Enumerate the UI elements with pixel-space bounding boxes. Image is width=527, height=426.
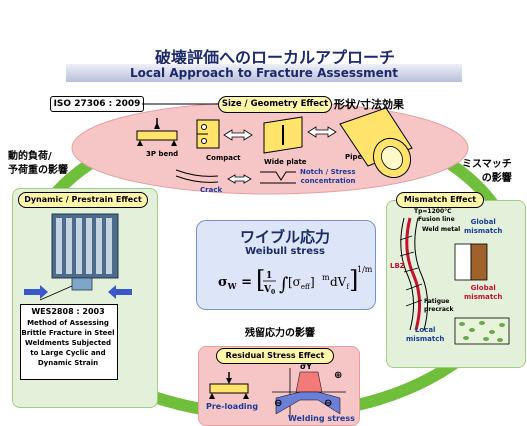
frame-columns xyxy=(56,218,112,274)
dynamic-effect-label: Dynamic / Prestrain Effect xyxy=(18,192,148,208)
wes-title: WES2808 : 2003 xyxy=(31,307,105,316)
residual-preload: Pre-loading xyxy=(206,402,259,411)
preload-icon xyxy=(209,372,249,399)
residual-minus-1: ⊖ xyxy=(274,398,283,409)
mismatch-jp: ミスマッチ の影響 xyxy=(462,159,512,184)
crack-icon xyxy=(175,169,219,183)
svg-text:m: m xyxy=(322,273,330,282)
iso-label: ISO 27306 : 2009 xyxy=(50,96,144,112)
weibull-jp: ワイブル応力 xyxy=(239,228,330,246)
svg-text:σW =: σW = xyxy=(218,275,252,291)
specimen-wide-plate-label: Wide plate xyxy=(264,158,307,166)
fusion-marks xyxy=(399,235,423,307)
svg-text:[: [ xyxy=(256,266,265,294)
weibull-en: Weibull stress xyxy=(245,246,325,257)
double-arrow-icon xyxy=(223,129,253,141)
specimen-pipe-label: Pipe xyxy=(345,153,363,161)
title-bar xyxy=(66,64,462,82)
residual-effect-label: Residual Stress Effect xyxy=(216,348,334,364)
notch-label: Notch / Stress concentration xyxy=(300,168,356,185)
residual-sigma: σY xyxy=(300,362,313,371)
mismatch-global1: Global mismatch xyxy=(464,218,503,235)
mismatch-lbz: LBZ xyxy=(390,262,405,270)
notch-icon xyxy=(260,171,296,184)
residual-minus-2: ⊖ xyxy=(324,398,333,409)
title-jp: 破壊評価へのローカルアプローチ xyxy=(154,48,395,67)
wide-plate-icon xyxy=(263,116,303,154)
svg-text:V0: V0 xyxy=(263,285,275,296)
welding-stress-diagram xyxy=(272,368,346,418)
residual-welding: Welding stress xyxy=(288,414,355,423)
3p-bend-icon xyxy=(136,118,178,146)
residual-jp: 残留応力の影響 xyxy=(245,328,315,339)
specimen-3p-bend-label: 3P bend xyxy=(146,150,179,158)
crack-label: Crack xyxy=(200,186,223,194)
compact-specimen-icon xyxy=(196,119,220,149)
svg-text:]: ] xyxy=(349,266,358,294)
pipe-icon xyxy=(339,107,413,179)
mismatch-global2: Global mismatch xyxy=(464,284,503,301)
size-effect-label: Size / Geometry Effect xyxy=(218,96,332,113)
wes-box xyxy=(20,304,118,380)
mismatch-tp: Tp=1200°C xyxy=(414,208,452,215)
mismatch-fatigue: Fatigue precrack xyxy=(424,298,454,313)
dynamic-jp: 動的負荷/ 予荷重の影響 xyxy=(8,151,68,176)
mismatch-effect-label: Mismatch Effect xyxy=(396,192,484,208)
weibull-box xyxy=(196,220,376,310)
specimen-compact-label: Compact xyxy=(206,154,241,162)
double-arrow-icon xyxy=(307,126,337,138)
svg-text:dVf: dVf xyxy=(330,275,350,291)
mismatch-local: Local mismatch xyxy=(406,326,445,343)
mismatch-fusion: Fusion line xyxy=(418,216,455,223)
residual-plus: ⊕ xyxy=(334,370,343,381)
load-arrows-icon xyxy=(24,285,132,299)
size-effect-jp: 形状/寸法効果 xyxy=(334,98,405,111)
local-mismatch-pattern xyxy=(459,321,505,342)
title-en: Local Approach to Fracture Assessment xyxy=(129,66,399,80)
double-arrow-icon xyxy=(227,174,252,184)
svg-text:1: 1 xyxy=(266,271,272,281)
wes-description: Method of Assessing Brittle Fracture in … xyxy=(21,319,115,367)
mismatch-weld-metal: Weld metal xyxy=(422,226,461,233)
svg-text:∫: ∫ xyxy=(279,274,289,295)
svg-text:1/m: 1/m xyxy=(357,265,373,274)
